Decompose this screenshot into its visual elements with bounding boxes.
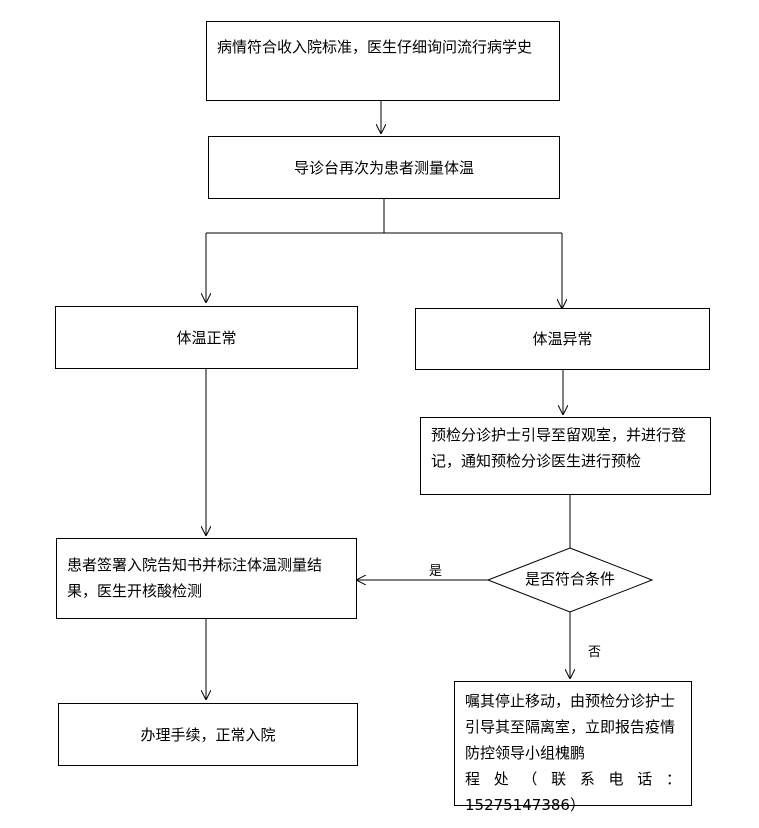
- node-temp-abnormal-text: 体温异常: [532, 330, 593, 348]
- node-observation-room-text: 预检分诊护士引导至留观室，并进行登记，通知预检分诊医生进行预检: [431, 426, 687, 470]
- node-sign-notice: 患者签署入院告知书并标注体温测量结果，医生开核酸检测: [56, 538, 357, 619]
- node-isolation-text-2: 程处（联系电话：: [465, 770, 681, 788]
- node-condition-check-text: 是否符合条件: [524, 570, 615, 588]
- node-isolation-text-1: 嘱其停止移动，由预检分诊护士引导其至隔离室，立即报告疫情防控领导小组槐鹏: [465, 692, 676, 762]
- node-admission-check: 病情符合收入院标准，医生仔细询问流行病学史: [206, 21, 560, 101]
- node-admission-check-text: 病情符合收入院标准，医生仔细询问流行病学史: [217, 38, 533, 56]
- node-isolation: 嘱其停止移动，由预检分诊护士引导其至隔离室，立即报告疫情防控领导小组槐鹏 程处（…: [454, 681, 692, 814]
- node-temp-normal-text: 体温正常: [176, 328, 237, 347]
- node-temp-abnormal: 体温异常: [415, 308, 710, 370]
- node-normal-admission: 办理手续，正常入院: [58, 703, 358, 766]
- node-normal-admission-text: 办理手续，正常入院: [140, 725, 276, 744]
- node-sign-notice-text: 患者签署入院告知书并标注体温测量结果，医生开核酸检测: [67, 556, 323, 600]
- node-isolation-text-3: 15275147386）: [465, 796, 585, 814]
- node-observation-room: 预检分诊护士引导至留观室，并进行登记，通知预检分诊医生进行预检: [420, 417, 711, 495]
- node-temp-normal: 体温正常: [55, 306, 358, 369]
- edge-label-no: 否: [588, 645, 602, 660]
- node-measure-temp: 导诊台再次为患者测量体温: [208, 136, 560, 199]
- node-measure-temp-text: 导诊台再次为患者测量体温: [293, 158, 474, 177]
- edge-label-yes: 是: [429, 564, 443, 579]
